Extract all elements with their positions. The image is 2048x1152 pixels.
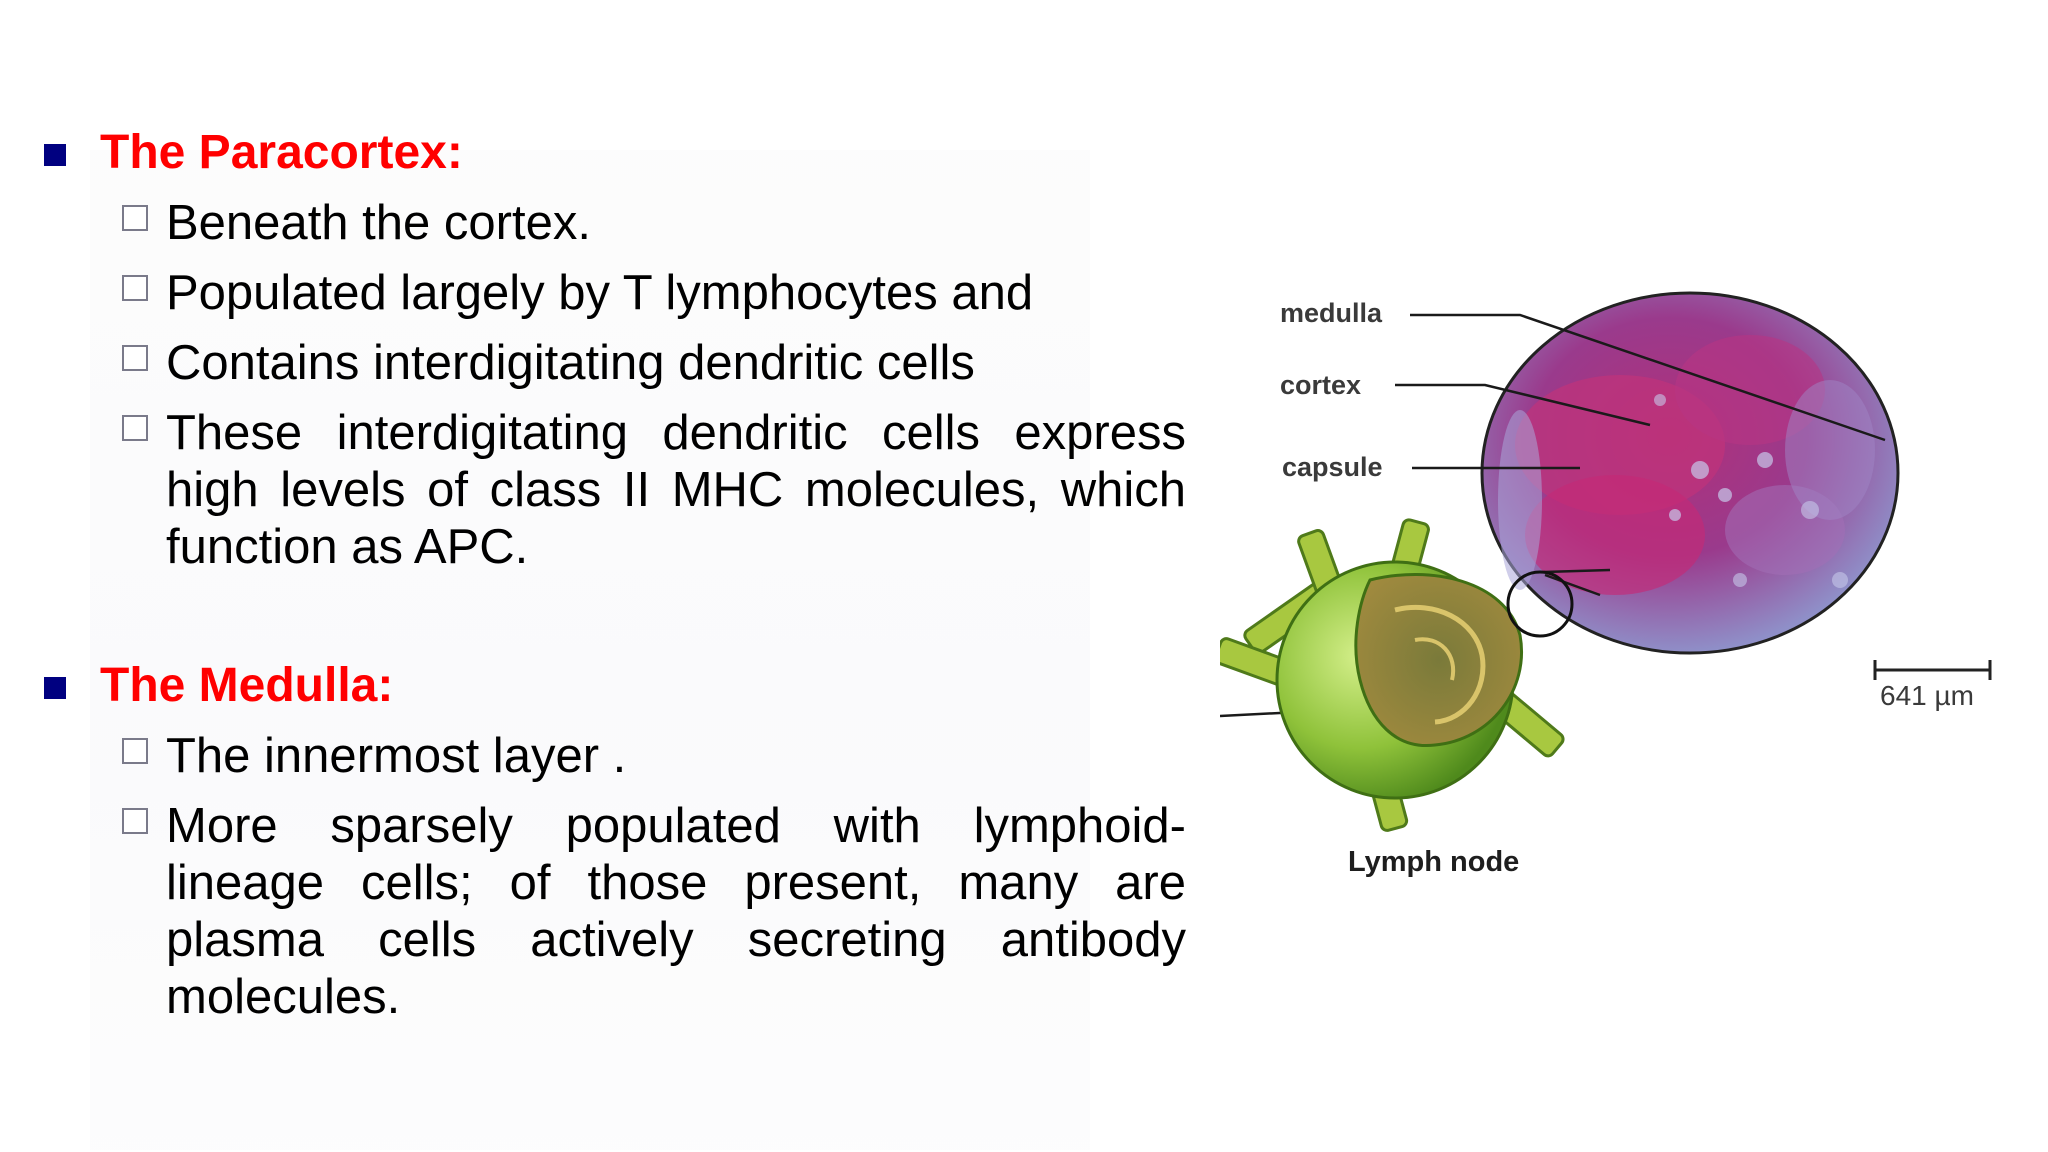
square-bullet-icon: [44, 677, 66, 699]
figure-caption: Lymph node: [1348, 846, 1520, 878]
list-item-text: Contains interdigitating dendritic cells: [166, 336, 975, 390]
list-item-text: The innermost layer .: [166, 729, 627, 783]
lymph-node-illustration: [1220, 291, 1992, 832]
lymph-node-body: [1275, 560, 1574, 800]
hollow-square-bullet-icon: [122, 415, 148, 441]
hollow-square-bullet-icon: [122, 808, 148, 834]
list-item-text: These interdigitating dendritic cells ex…: [166, 406, 1186, 574]
square-bullet-icon: [44, 144, 66, 166]
list-item-text: Populated largely by T lymphocytes and: [166, 266, 1034, 320]
hollow-square-bullet-icon: [122, 205, 148, 231]
hollow-square-bullet-icon: [122, 738, 148, 764]
scale-bar: [1873, 660, 1992, 680]
section-title: The Paracortex:: [100, 126, 463, 179]
scale-bar-label: 641 µm: [1880, 680, 1974, 711]
lymph-node-figure: medulla cortex capsule 641 µm Lymph node: [1220, 280, 2020, 900]
slide-background-shade: [90, 150, 1090, 1150]
hollow-square-bullet-icon: [122, 275, 148, 301]
section-title: The Medulla:: [100, 659, 394, 712]
magnified-section: [1480, 291, 1900, 655]
leader-lines: [1220, 313, 1886, 718]
list-item-text: Beneath the cortex.: [166, 196, 591, 250]
label-capsule: capsule: [1282, 452, 1383, 482]
label-medulla: medulla: [1280, 298, 1383, 328]
hollow-square-bullet-icon: [122, 345, 148, 371]
label-cortex: cortex: [1280, 370, 1362, 400]
list-item-text: More sparsely populated with lymphoid-li…: [166, 799, 1186, 1024]
